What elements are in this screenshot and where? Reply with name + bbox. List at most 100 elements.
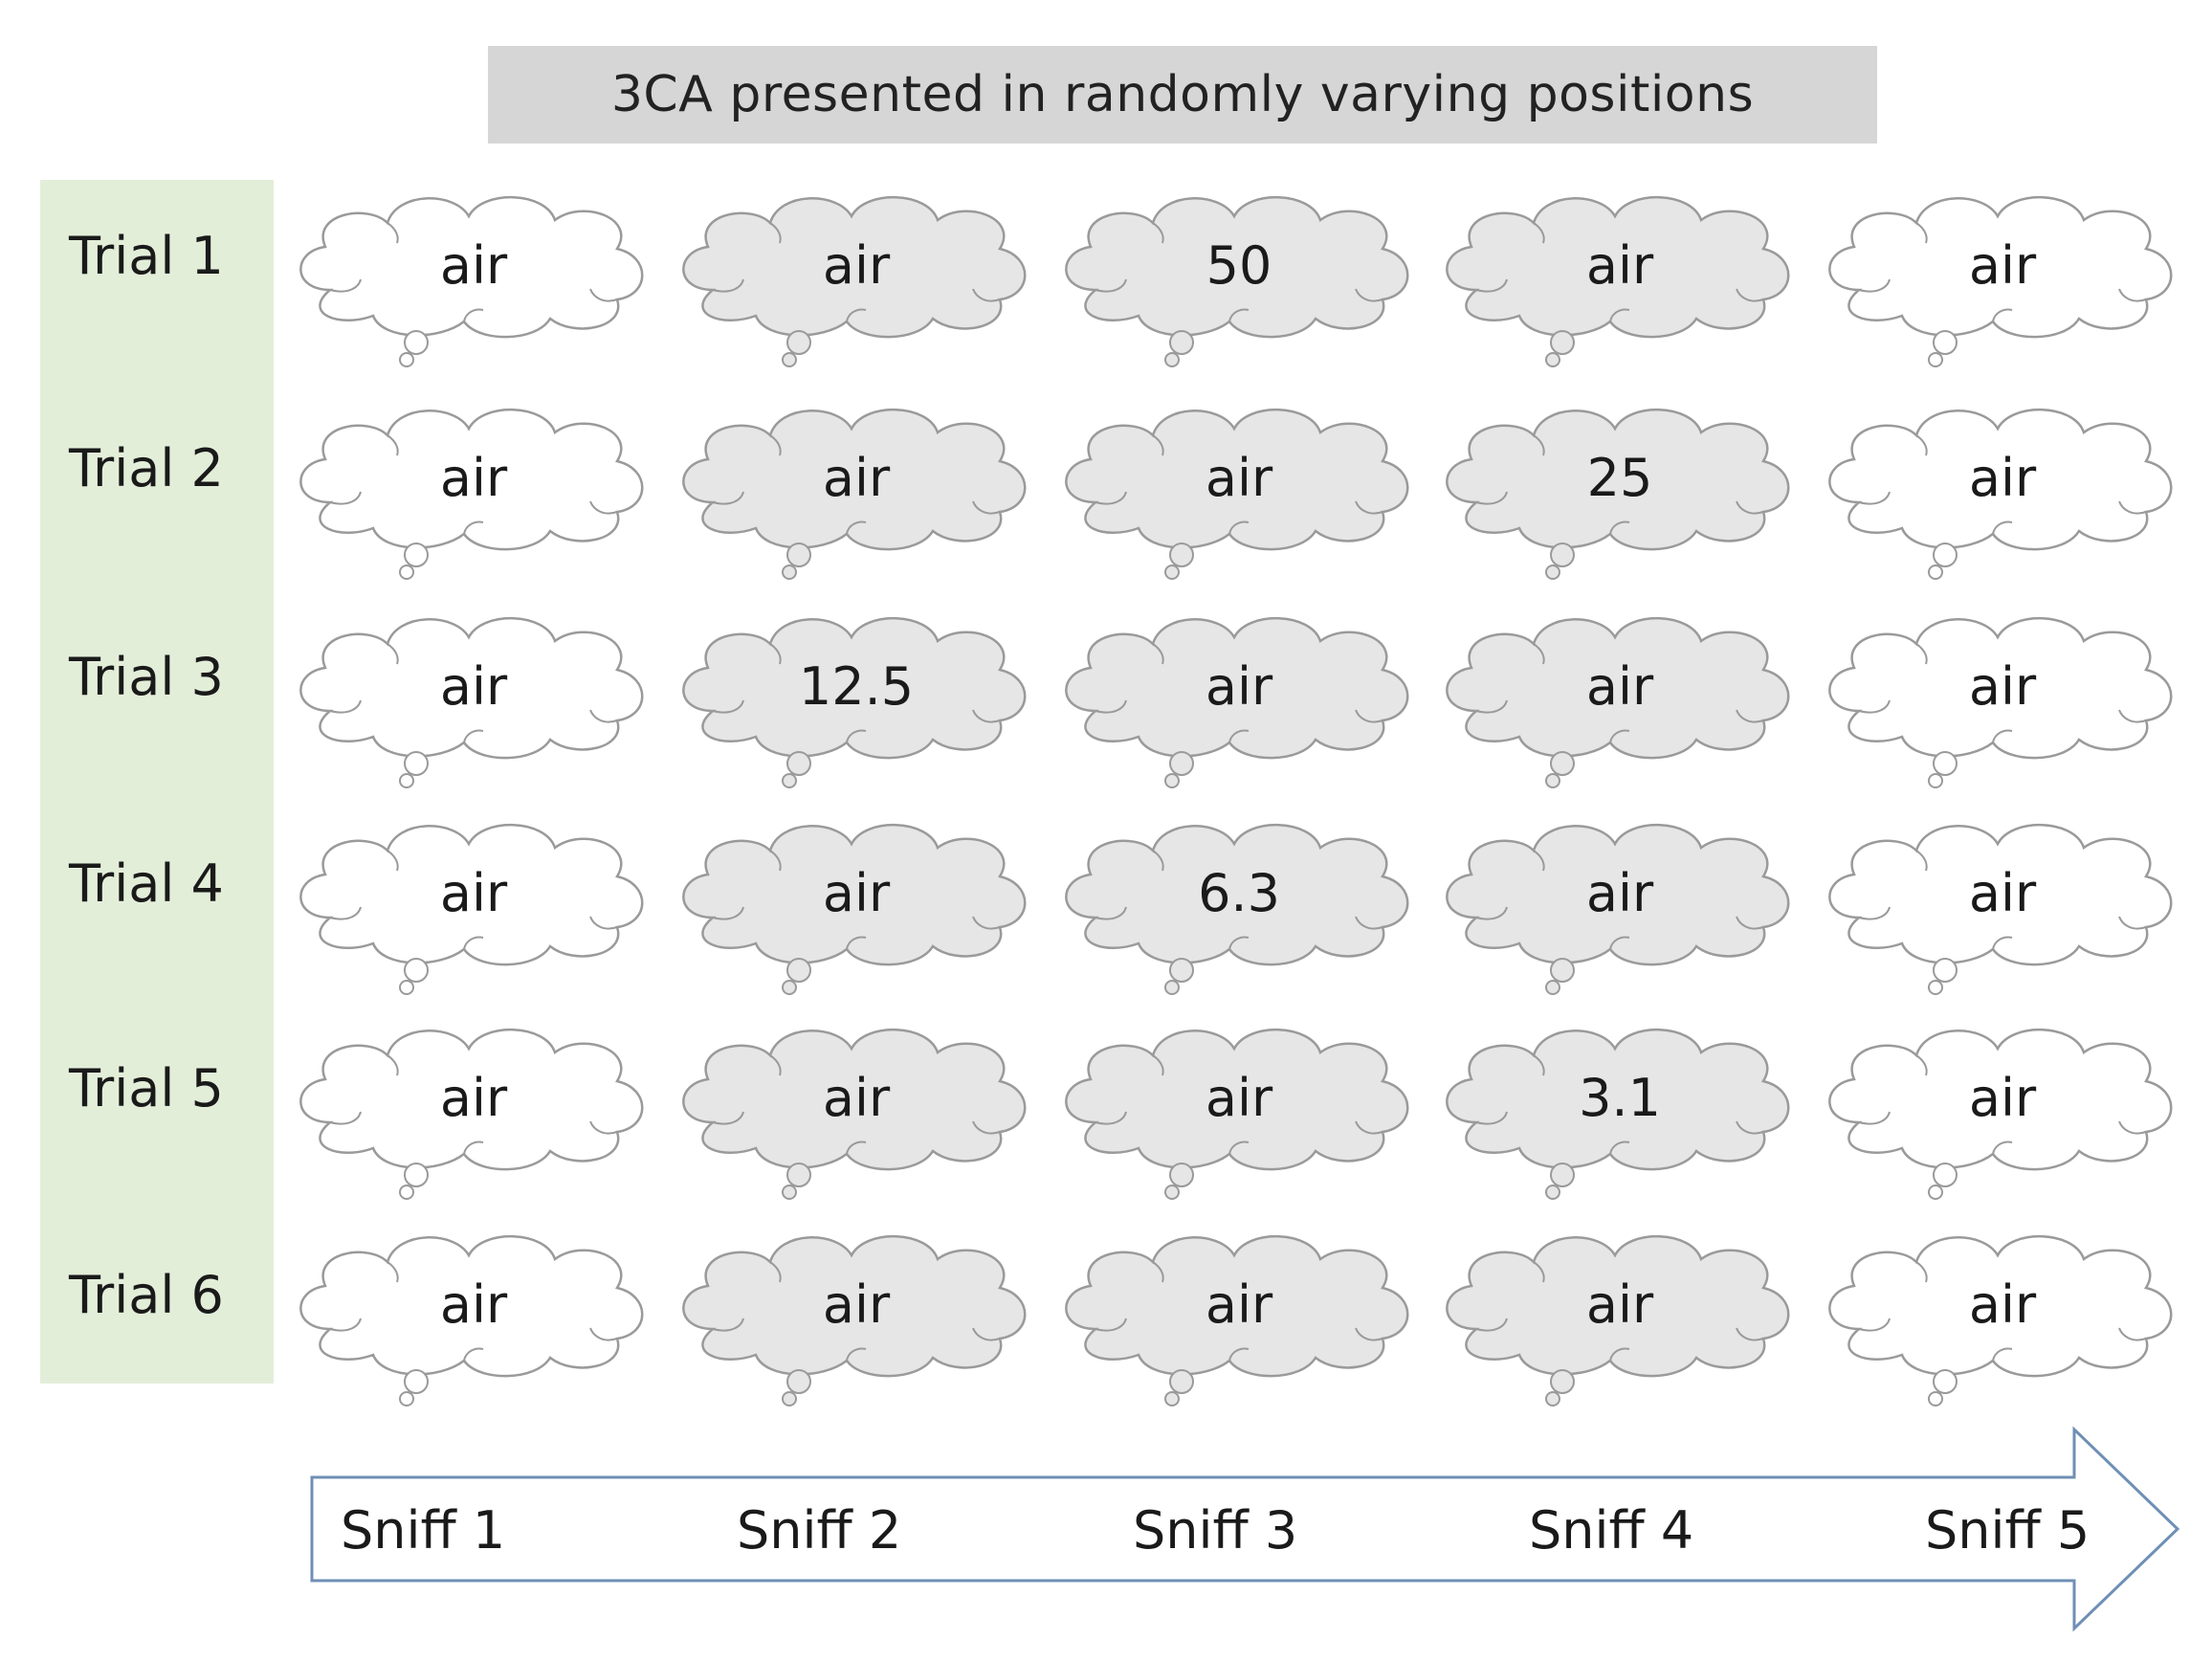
cloud-cell: air	[299, 617, 644, 788]
cloud-cell: air	[1828, 617, 2173, 788]
title-bar: 3CA presented in randomly varying positi…	[488, 46, 1877, 144]
cloud-label: 6.3	[1198, 863, 1280, 923]
cloud-shape	[299, 824, 644, 966]
cloud-label: air	[823, 1068, 891, 1128]
cloud-cell: air	[1065, 617, 1409, 788]
cloud-shape	[299, 1235, 644, 1378]
cloud-shape	[1828, 824, 2173, 966]
cloud-shape	[1065, 409, 1409, 551]
cloud-cell: air	[1065, 409, 1409, 580]
cloud-shape	[1828, 1235, 2173, 1378]
cloud-cell: air	[1828, 409, 2173, 580]
cloud-label: air	[1206, 448, 1273, 508]
cloud-shape	[682, 1235, 1027, 1378]
cloud-label: 12.5	[799, 656, 914, 717]
sniff-label: Sniff 2	[737, 1500, 902, 1561]
cloud-label: air	[1969, 863, 2037, 923]
cloud-shape	[1065, 1029, 1409, 1171]
cloud-cell: air	[1828, 1235, 2173, 1406]
cloud-cell: air	[1446, 1235, 1790, 1406]
cloud-label: air	[1969, 235, 2037, 296]
cloud-shape	[1446, 409, 1790, 551]
cloud-label: 50	[1206, 235, 1272, 296]
cloud-shape	[1446, 196, 1790, 339]
cloud-cell: air	[299, 1235, 644, 1406]
cloud-label: air	[1969, 448, 2037, 508]
cloud-cell: air	[682, 1235, 1027, 1406]
cloud-label: air	[1206, 656, 1273, 717]
cloud-shape	[1065, 1235, 1409, 1378]
cloud-cell: air	[1446, 617, 1790, 788]
cloud-shape	[1446, 1029, 1790, 1171]
cloud-cell: 6.3	[1065, 824, 1409, 995]
cloud-label: air	[440, 863, 508, 923]
cloud-shape	[1446, 824, 1790, 966]
cloud-label: air	[1206, 1068, 1273, 1128]
cloud-shape	[1828, 196, 2173, 339]
cloud-cell: air	[682, 409, 1027, 580]
cloud-label: air	[1586, 235, 1654, 296]
cloud-shape	[1065, 617, 1409, 760]
cloud-shape	[299, 617, 644, 760]
cloud-label: air	[823, 235, 891, 296]
cloud-shape	[1828, 1029, 2173, 1171]
cloud-shape	[682, 409, 1027, 551]
cloud-cell: air	[1828, 1029, 2173, 1200]
cloud-shape	[299, 409, 644, 551]
cloud-shape	[1065, 824, 1409, 966]
cloud-label: air	[1586, 863, 1654, 923]
cloud-cell: air	[682, 196, 1027, 367]
cloud-label: 3.1	[1579, 1068, 1661, 1128]
cloud-label: air	[440, 656, 508, 717]
cloud-label: air	[440, 448, 508, 508]
cloud-cell: air	[682, 824, 1027, 995]
cloud-label: air	[1969, 1274, 2037, 1335]
cloud-shape	[1446, 617, 1790, 760]
cloud-cell: air	[1065, 1235, 1409, 1406]
cloud-cell: 50	[1065, 196, 1409, 367]
cloud-shape	[682, 617, 1027, 760]
cloud-cell: 3.1	[1446, 1029, 1790, 1200]
trial-label: Trial 5	[69, 1058, 224, 1118]
cloud-shape	[1828, 409, 2173, 551]
cloud-shape	[299, 196, 644, 339]
cloud-cell: air	[1446, 824, 1790, 995]
cloud-label: air	[823, 1274, 891, 1335]
cloud-cell: air	[1828, 824, 2173, 995]
trial-label: Trial 2	[69, 438, 224, 498]
cloud-shape	[299, 1029, 644, 1171]
cloud-label: air	[1586, 656, 1654, 717]
cloud-cell: air	[1446, 196, 1790, 367]
cloud-cell: air	[299, 824, 644, 995]
cloud-label: 25	[1587, 448, 1653, 508]
cloud-cell: air	[1065, 1029, 1409, 1200]
trial-label: Trial 3	[69, 647, 224, 707]
cloud-shape	[682, 824, 1027, 966]
sniff-label: Sniff 5	[1925, 1500, 2090, 1561]
cloud-cell: 12.5	[682, 617, 1027, 788]
cloud-label: air	[1206, 1274, 1273, 1335]
sniff-label: Sniff 3	[1133, 1500, 1298, 1561]
cloud-cell: air	[299, 196, 644, 367]
cloud-shape	[1065, 196, 1409, 339]
trial-label: Trial 1	[69, 226, 224, 286]
cloud-shape	[1446, 1235, 1790, 1378]
trial-label: Trial 4	[69, 853, 224, 914]
sniff-label: Sniff 4	[1529, 1500, 1694, 1561]
cloud-label: air	[440, 235, 508, 296]
cloud-label: air	[440, 1274, 508, 1335]
trial-panel	[40, 180, 274, 1384]
cloud-shape	[682, 196, 1027, 339]
cloud-label: air	[823, 863, 891, 923]
cloud-label: air	[1586, 1274, 1654, 1335]
cloud-shape	[682, 1029, 1027, 1171]
cloud-label: air	[440, 1068, 508, 1128]
cloud-cell: air	[1828, 196, 2173, 367]
cloud-label: air	[1969, 1068, 2037, 1128]
cloud-cell: air	[299, 1029, 644, 1200]
cloud-cell: 25	[1446, 409, 1790, 580]
cloud-label: air	[823, 448, 891, 508]
cloud-label: air	[1969, 656, 2037, 717]
sniff-label: Sniff 1	[341, 1500, 506, 1561]
